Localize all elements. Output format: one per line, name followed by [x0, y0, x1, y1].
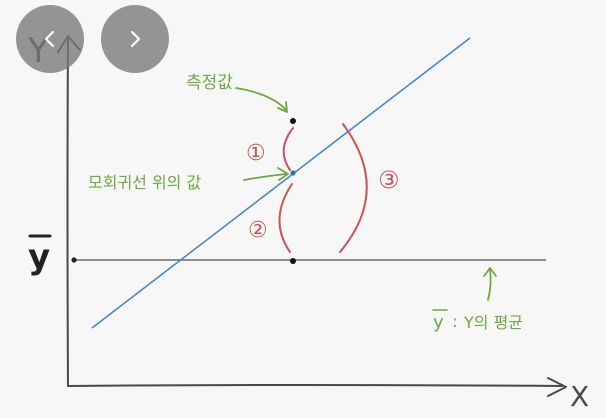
regression-arrow	[243, 173, 287, 181]
mean-label-colon: :	[452, 312, 458, 332]
mean-axis-point	[71, 257, 77, 263]
measured-point	[290, 118, 296, 124]
x-axis	[67, 384, 563, 387]
y-bar-label: y	[28, 237, 50, 277]
brace-3	[339, 123, 368, 253]
next-button[interactable]	[101, 5, 169, 73]
mean-arrow	[487, 269, 492, 301]
regression-label: 모회귀선 위의 값	[88, 173, 201, 192]
measured-arrow	[235, 87, 287, 111]
mean-point	[290, 258, 296, 264]
chevron-right-icon	[125, 29, 145, 49]
circle-label-3: ③	[378, 166, 400, 194]
chevron-left-icon	[40, 29, 60, 49]
brace-1	[282, 127, 294, 171]
mean-label-text: Y의 평균	[463, 313, 523, 332]
prev-button[interactable]	[16, 5, 84, 73]
mean-label-symbol: y	[433, 312, 444, 333]
regression-arrow-head	[277, 167, 289, 181]
regression-line	[91, 37, 471, 329]
circle-label-2: ②	[248, 218, 268, 243]
x-axis-arrow	[547, 377, 567, 397]
regression-point	[290, 170, 296, 176]
circle-label-1: ①	[246, 141, 266, 166]
y-axis	[66, 37, 69, 387]
brace-2	[278, 183, 293, 253]
x-axis-label: X	[570, 380, 589, 413]
measured-arrow-head	[277, 101, 288, 113]
mean-arrow-head	[483, 267, 497, 277]
measured-label: 측정값	[186, 73, 233, 93]
